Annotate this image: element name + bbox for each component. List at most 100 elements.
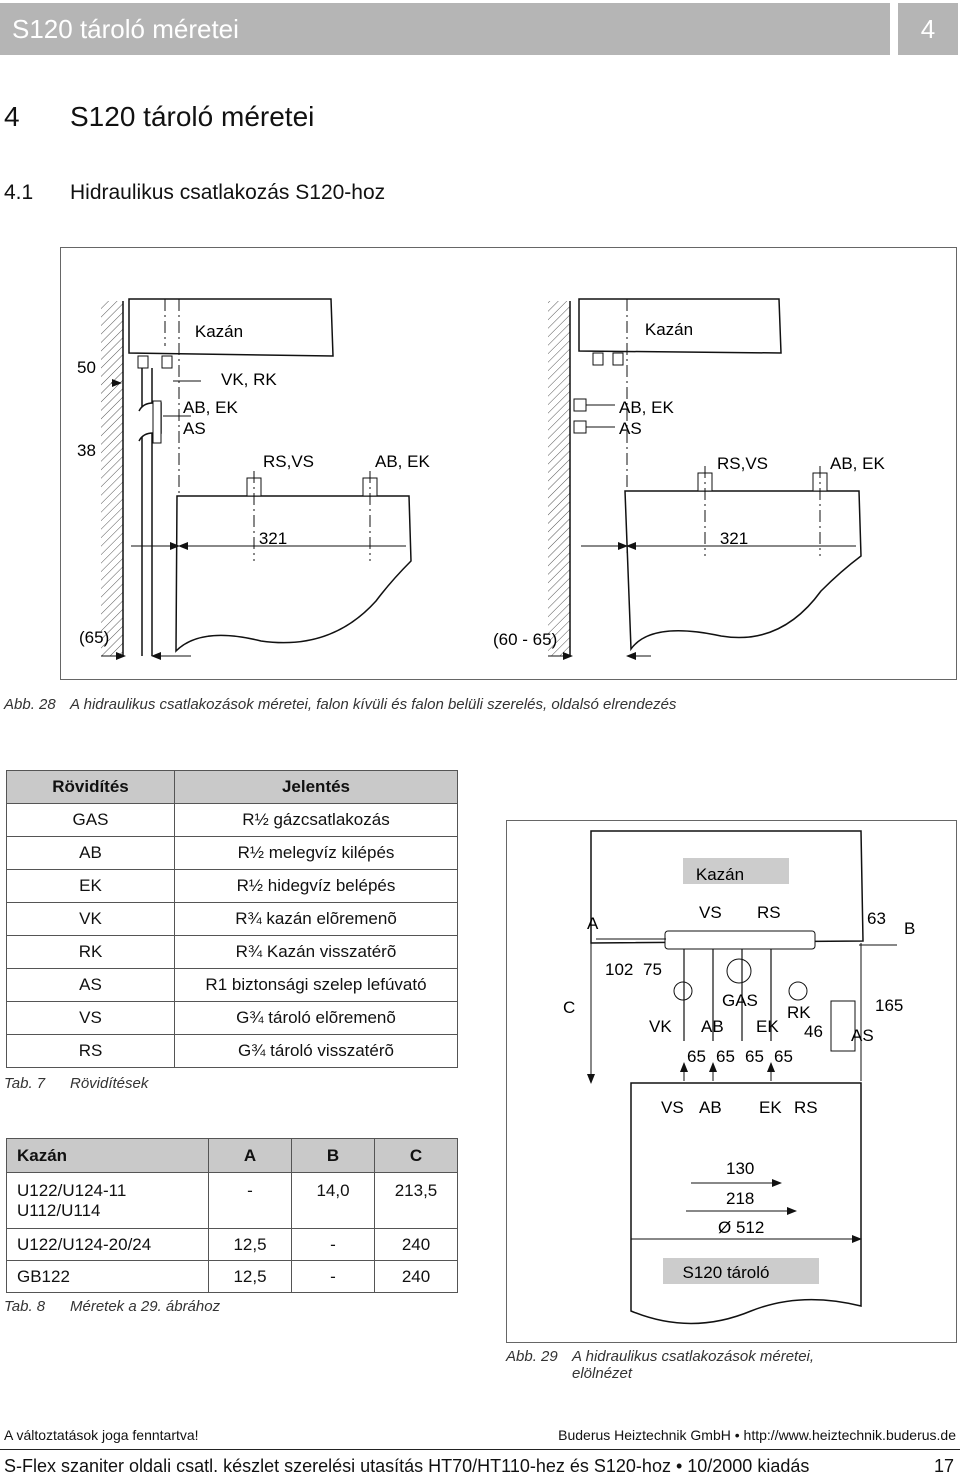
- table7-meaning: R½ melegvíz kilépés: [174, 836, 458, 870]
- tank-left: [175, 495, 412, 653]
- table7-meaning: R½ gázcsatlakozás: [174, 803, 458, 837]
- table8-header-kazan: Kazán: [6, 1138, 209, 1173]
- boiler-right: [578, 298, 782, 354]
- table7-abbr: RS: [6, 1034, 175, 1068]
- figure-29-drawing: Kazán S120 tároló A VS RS 63 B 102 75 C …: [563, 830, 915, 1325]
- footer-left: A változtatások joga fenntartva!: [4, 1427, 199, 1443]
- table7-header-meaning: Jelentés: [174, 770, 458, 804]
- table8-a: 12,5: [208, 1260, 292, 1293]
- footer-main: S-Flex szaniter oldali csatl. készlet sz…: [4, 1456, 810, 1476]
- table7-abbr: VK: [6, 902, 175, 936]
- label-dim-38: 38: [77, 441, 96, 460]
- table-row: U122/U124-20/24 12,5 - 240: [6, 1228, 458, 1261]
- header-bar: S120 tároló méretei: [0, 3, 890, 55]
- label-boiler-left: Kazán: [195, 322, 243, 341]
- table8-header-a: A: [208, 1138, 292, 1173]
- figure-29-caption-text2: elölnézet: [572, 1365, 633, 1382]
- table7-abbr: VS: [6, 1001, 175, 1035]
- table7-meaning: G¾ tároló visszatérõ: [174, 1034, 458, 1068]
- label-dim-65: (65): [79, 628, 109, 647]
- label-rs-vs-right: RS,VS: [717, 454, 768, 473]
- label-f29-b: B: [904, 919, 915, 938]
- label-dim-321-right: 321: [720, 529, 748, 548]
- label-f29-d65c: 65: [745, 1047, 764, 1066]
- label-f29-as: AS: [851, 1026, 874, 1045]
- label-f29-vs-bottom: VS: [661, 1098, 684, 1117]
- label-ab-ek-left: AB, EK: [183, 398, 238, 417]
- heading2-number: 4.1: [4, 181, 34, 204]
- label-f29-d102: 102: [605, 960, 633, 979]
- label-f29-tank: S120 tároló: [683, 1263, 770, 1282]
- table7-meaning: R¾ Kazán visszatérõ: [174, 935, 458, 969]
- label-f29-ek: EK: [756, 1017, 779, 1036]
- tank-right: [624, 490, 862, 652]
- table7-abbr: AB: [6, 836, 175, 870]
- table7-meaning: R1 biztonsági szelep lefúvató: [174, 968, 458, 1002]
- label-f29-rs-bottom: RS: [794, 1098, 818, 1117]
- label-f29-gas: GAS: [722, 991, 758, 1010]
- label-f29-kazan: Kazán: [696, 865, 744, 884]
- table8-header-b: B: [291, 1138, 375, 1173]
- label-as-left: AS: [183, 419, 206, 438]
- table-7-caption-text: Rövidítések: [70, 1075, 149, 1092]
- label-ab-ek-right: AB, EK: [619, 398, 674, 417]
- label-f29-d218: 218: [726, 1189, 754, 1208]
- label-dim-321-left: 321: [259, 529, 287, 548]
- table7-abbr: AS: [6, 968, 175, 1002]
- label-f29-d165: 165: [875, 996, 903, 1015]
- label-f29-ab-bottom: AB: [699, 1098, 722, 1117]
- table-dimensions: Kazán A B C U122/U124-11 U112/U114 - 14,…: [6, 1138, 458, 1293]
- table7-header-abbr: Rövidítés: [6, 770, 175, 804]
- table8-header-c: C: [374, 1138, 458, 1173]
- table8-model: GB122: [6, 1260, 209, 1293]
- label-f29-vk: VK: [649, 1017, 672, 1036]
- figure-28-drawing: Kazán 50 38 VK, RK AB, EK AS RS,VS AB, E…: [77, 298, 885, 660]
- figure-29-caption-label: Abb. 29: [506, 1348, 558, 1365]
- figure-28-caption-label: Abb. 28: [4, 696, 56, 713]
- table-7-caption-label: Tab. 7: [4, 1075, 46, 1092]
- footer-right: Buderus Heiztechnik GmbH • http://www.he…: [558, 1427, 956, 1443]
- label-f29-ek-bottom: EK: [759, 1098, 782, 1117]
- table8-c: 240: [374, 1228, 458, 1261]
- label-f29-d46: 46: [804, 1022, 823, 1041]
- label-f29-d75: 75: [643, 960, 662, 979]
- table8-model-line1: U122/U124-11: [17, 1180, 127, 1200]
- table-7-caption: Tab. 7 Rövidítések: [4, 1075, 148, 1092]
- label-f29-rk: RK: [787, 1003, 811, 1022]
- figure-29: Kazán S120 tároló A VS RS 63 B 102 75 C …: [506, 820, 957, 1343]
- label-as-right: AS: [619, 419, 642, 438]
- table7-abbr: GAS: [6, 803, 175, 837]
- table8-model: U122/U124-11 U112/U114: [6, 1172, 209, 1229]
- table8-c: 240: [374, 1260, 458, 1293]
- table8-b: -: [291, 1260, 375, 1293]
- label-rs-vs-left: RS,VS: [263, 452, 314, 471]
- boiler-left: [128, 298, 334, 357]
- label-f29-d130: 130: [726, 1159, 754, 1178]
- label-f29-c: C: [563, 998, 575, 1017]
- table8-a: -: [208, 1172, 292, 1229]
- table7-abbr: EK: [6, 869, 175, 903]
- label-vk-rk: VK, RK: [221, 370, 277, 389]
- label-f29-d65a: 65: [687, 1047, 706, 1066]
- table7-meaning: G¾ tároló elõremenõ: [174, 1001, 458, 1035]
- table7-abbr: RK: [6, 935, 175, 969]
- label-f29-d63: 63: [867, 909, 886, 928]
- label-f29-d65b: 65: [716, 1047, 735, 1066]
- wall-hatch-left: [101, 301, 123, 656]
- label-f29-rs-top: RS: [757, 903, 781, 922]
- label-f29-ab: AB: [701, 1017, 724, 1036]
- table8-a: 12,5: [208, 1228, 292, 1261]
- footer-divider: [0, 1449, 960, 1450]
- heading1-number: 4: [4, 101, 20, 132]
- table8-b: -: [291, 1228, 375, 1261]
